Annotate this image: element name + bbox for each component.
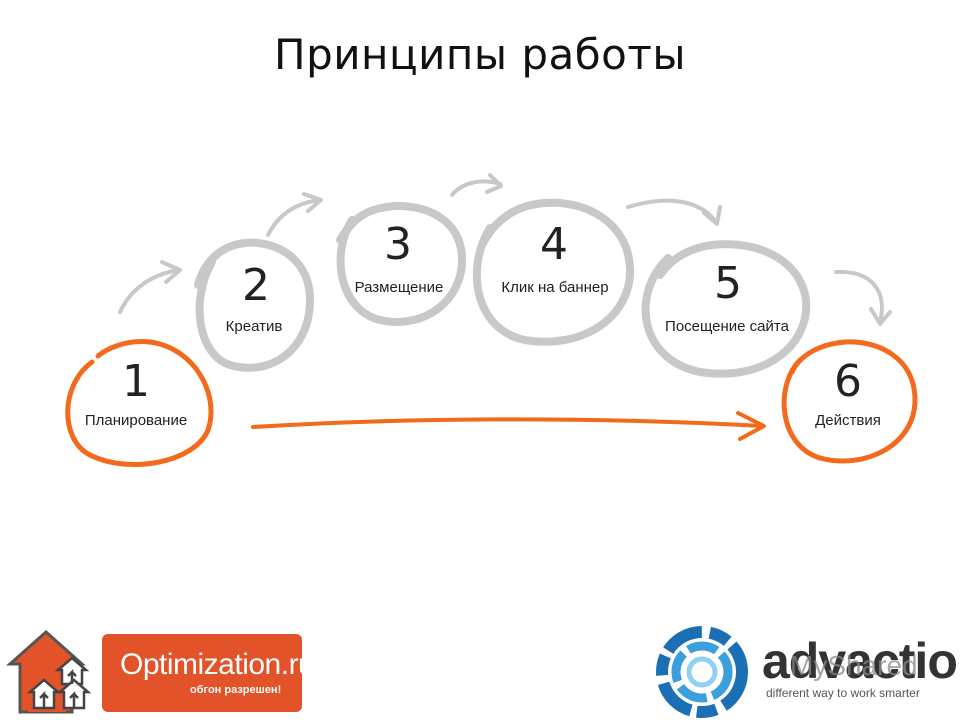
arrow-2-3	[266, 192, 323, 237]
advaction-wordmark: advaction	[762, 633, 960, 689]
arrow-3-4	[450, 173, 503, 197]
watermark-text: MyShared	[790, 650, 918, 681]
logo-brand: Optimization.ru	[120, 648, 315, 681]
step-1-circle	[65, 338, 214, 467]
step-4-circle	[472, 198, 635, 346]
step-2-number: 2	[242, 260, 270, 311]
advaction-tagline: different way to work smarter	[766, 686, 920, 700]
arrow-5-6	[834, 269, 892, 326]
step-6-label: Действия	[815, 412, 881, 429]
step-5-circle	[641, 240, 811, 378]
arrow-1-2	[118, 260, 182, 314]
step-4-number: 4	[540, 219, 568, 270]
slide-title: Принципы работы	[274, 30, 686, 79]
step-6-circle	[781, 339, 918, 464]
advaction-logo: advaction MyShared different way to work…	[650, 620, 960, 720]
step-4-label: Клик на баннер	[501, 279, 608, 296]
arrow-1-6	[251, 411, 766, 441]
optimization-logo: Optimization.ru обгон разрешен!	[6, 626, 315, 716]
step-5-label: Посещение сайта	[665, 318, 790, 335]
step-3-circle	[336, 201, 467, 326]
logo-slogan: обгон разрешен!	[190, 684, 282, 696]
logo-badge	[102, 634, 302, 712]
step-6-number: 6	[834, 356, 862, 407]
step-1-number: 1	[122, 356, 150, 407]
step-2-label: Креатив	[226, 318, 283, 335]
ring-logo-icon	[656, 626, 748, 718]
step-2-circle	[194, 238, 315, 372]
step-5-number: 5	[714, 258, 742, 309]
arrow-4-5	[626, 198, 722, 226]
step-3-number: 3	[384, 219, 412, 270]
step-1-label: Планирование	[85, 412, 187, 429]
house-icon	[6, 629, 92, 714]
step-3-label: Размещение	[355, 279, 444, 296]
